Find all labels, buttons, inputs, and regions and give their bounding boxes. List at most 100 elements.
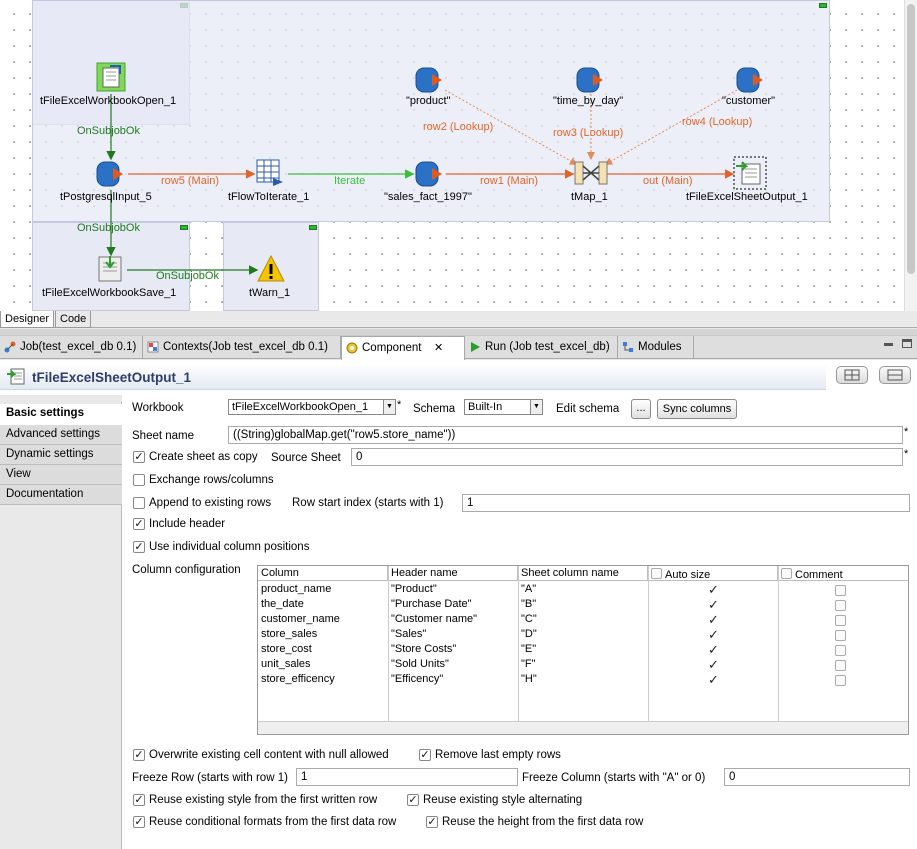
tab-view[interactable]: View [0, 465, 122, 485]
scrollbar-thumb[interactable] [907, 4, 915, 274]
cell-header-name[interactable]: "Customer name" [391, 613, 477, 625]
create-sheet-label: Create sheet as copy [149, 451, 258, 463]
layout-toggle-button[interactable] [836, 366, 868, 384]
tab-code[interactable]: Code [55, 311, 91, 328]
freeze-column-input[interactable]: 0 [724, 768, 910, 786]
header-header-name[interactable]: Header name [388, 566, 518, 581]
header-comment[interactable]: Comment [778, 566, 908, 581]
cell-comment-checkbox[interactable] [835, 630, 846, 641]
database-input-icon[interactable] [735, 66, 767, 94]
tab-advanced-settings[interactable]: Advanced settings [0, 425, 122, 445]
include-header-checkbox[interactable]: ✓ [133, 518, 145, 530]
cell-sheet-column[interactable]: "F" [521, 658, 536, 670]
table-horizontal-scrollbar[interactable] [258, 721, 908, 734]
header-column[interactable]: Column [258, 566, 388, 581]
cell-sheet-column[interactable]: "A" [521, 583, 536, 595]
flow-to-iterate-icon[interactable] [255, 158, 287, 188]
cell-auto-size-checkbox[interactable]: ✓ [708, 614, 719, 625]
tab-contexts[interactable]: Contexts(Job test_excel_db 0.1) [143, 336, 341, 359]
cell-auto-size-checkbox[interactable]: ✓ [708, 629, 719, 640]
exchange-rows-checkbox[interactable] [133, 474, 145, 486]
designer-vertical-scrollbar[interactable] [904, 0, 917, 311]
comment-header-checkbox[interactable] [781, 568, 792, 579]
auto-size-header-checkbox[interactable] [651, 568, 662, 579]
tab-job[interactable]: Job(test_excel_db 0.1) [0, 336, 143, 359]
database-input-icon[interactable] [414, 66, 446, 94]
cell-header-name[interactable]: "Efficency" [391, 673, 443, 685]
cell-auto-size-checkbox[interactable]: ✓ [708, 659, 719, 670]
cell-comment-checkbox[interactable] [835, 615, 846, 626]
reuse-style-checkbox[interactable]: ✓ [133, 794, 145, 806]
remove-empty-rows-checkbox[interactable]: ✓ [419, 749, 431, 761]
tab-component[interactable]: Component ✕ [341, 336, 465, 360]
cell-auto-size-checkbox[interactable]: ✓ [708, 584, 719, 595]
excel-sheet-output-icon[interactable] [733, 156, 767, 190]
reuse-alternating-checkbox[interactable]: ✓ [407, 794, 419, 806]
cell-comment-checkbox[interactable] [835, 660, 846, 671]
cell-sheet-column[interactable]: "C" [521, 613, 537, 625]
layout-toggle-button-2[interactable] [879, 366, 911, 384]
component-icon [346, 342, 358, 354]
workbook-select[interactable]: tFileExcelWorkbookOpen_1 ▼ [228, 399, 396, 415]
cell-header-name[interactable]: "Purchase Date" [391, 598, 472, 610]
cell-comment-checkbox[interactable] [835, 585, 846, 596]
sync-columns-button[interactable]: Sync columns [657, 399, 737, 419]
tmap-icon[interactable] [574, 158, 608, 188]
sheet-name-input[interactable]: ((String)globalMap.get("row5.store_name"… [228, 426, 903, 444]
cell-sheet-column[interactable]: "H" [521, 673, 537, 685]
workbook-label: Workbook [132, 402, 184, 414]
header-sheet-column[interactable]: Sheet column name [518, 566, 648, 581]
close-icon[interactable]: ✕ [434, 341, 443, 354]
row-start-input[interactable]: 1 [462, 494, 910, 512]
cell-comment-checkbox[interactable] [835, 600, 846, 611]
cell-sheet-column[interactable]: "B" [521, 598, 536, 610]
individual-positions-checkbox[interactable]: ✓ [133, 541, 145, 553]
cell-comment-checkbox[interactable] [835, 675, 846, 686]
connection-label-onsubjob-1: OnSubjobOk [77, 125, 140, 137]
excel-workbook-open-icon[interactable] [96, 62, 126, 92]
cell-comment-checkbox[interactable] [835, 645, 846, 656]
tab-modules[interactable]: Modules [618, 336, 694, 359]
cell-column[interactable]: store_cost [261, 643, 312, 655]
cell-column[interactable]: store_sales [261, 628, 317, 640]
cell-column[interactable]: product_name [261, 583, 331, 595]
database-input-icon[interactable] [95, 160, 127, 188]
minimize-view-icon[interactable] [884, 343, 893, 346]
maximize-view-icon[interactable] [902, 339, 912, 348]
run-icon [469, 341, 481, 353]
tab-dynamic-settings[interactable]: Dynamic settings [0, 445, 122, 465]
cell-auto-size-checkbox[interactable]: ✓ [708, 644, 719, 655]
source-sheet-input[interactable]: 0 [351, 448, 903, 466]
reuse-height-checkbox[interactable]: ✓ [426, 816, 438, 828]
freeze-row-input[interactable]: 1 [296, 768, 518, 786]
reuse-conditional-checkbox[interactable]: ✓ [133, 816, 145, 828]
edit-schema-button[interactable]: ... [631, 399, 651, 419]
tab-designer[interactable]: Designer [0, 311, 54, 328]
cell-column[interactable]: unit_sales [261, 658, 311, 670]
cell-header-name[interactable]: "Sold Units" [391, 658, 449, 670]
designer-canvas[interactable]: tFileExcelWorkbookOpen_1 tPostgresqlInpu… [0, 0, 917, 311]
cell-column[interactable]: customer_name [261, 613, 340, 625]
tab-documentation[interactable]: Documentation [0, 485, 122, 505]
schema-select[interactable]: Built-In ▼ [464, 399, 543, 415]
cell-sheet-column[interactable]: "D" [521, 628, 537, 640]
append-rows-checkbox[interactable] [133, 497, 145, 509]
cell-column[interactable]: store_efficency [261, 673, 335, 685]
cell-sheet-column[interactable]: "E" [521, 643, 536, 655]
column-config-table[interactable]: Column Header name Sheet column name Aut… [257, 565, 909, 735]
header-auto-size[interactable]: Auto size [648, 566, 778, 581]
cell-auto-size-checkbox[interactable]: ✓ [708, 599, 719, 610]
excel-workbook-save-icon[interactable] [96, 254, 126, 284]
database-input-icon[interactable] [414, 160, 446, 188]
cell-column[interactable]: the_date [261, 598, 304, 610]
cell-header-name[interactable]: "Product" [391, 583, 437, 595]
tab-run[interactable]: Run (Job test_excel_db) [465, 336, 618, 359]
cell-auto-size-checkbox[interactable]: ✓ [708, 674, 719, 685]
create-sheet-checkbox[interactable]: ✓ [133, 451, 145, 463]
warning-icon[interactable] [256, 254, 286, 284]
tab-basic-settings[interactable]: Basic settings [0, 404, 122, 426]
database-input-icon[interactable] [575, 66, 607, 94]
cell-header-name[interactable]: "Sales" [391, 628, 426, 640]
overwrite-null-checkbox[interactable]: ✓ [133, 749, 145, 761]
cell-header-name[interactable]: "Store Costs" [391, 643, 456, 655]
